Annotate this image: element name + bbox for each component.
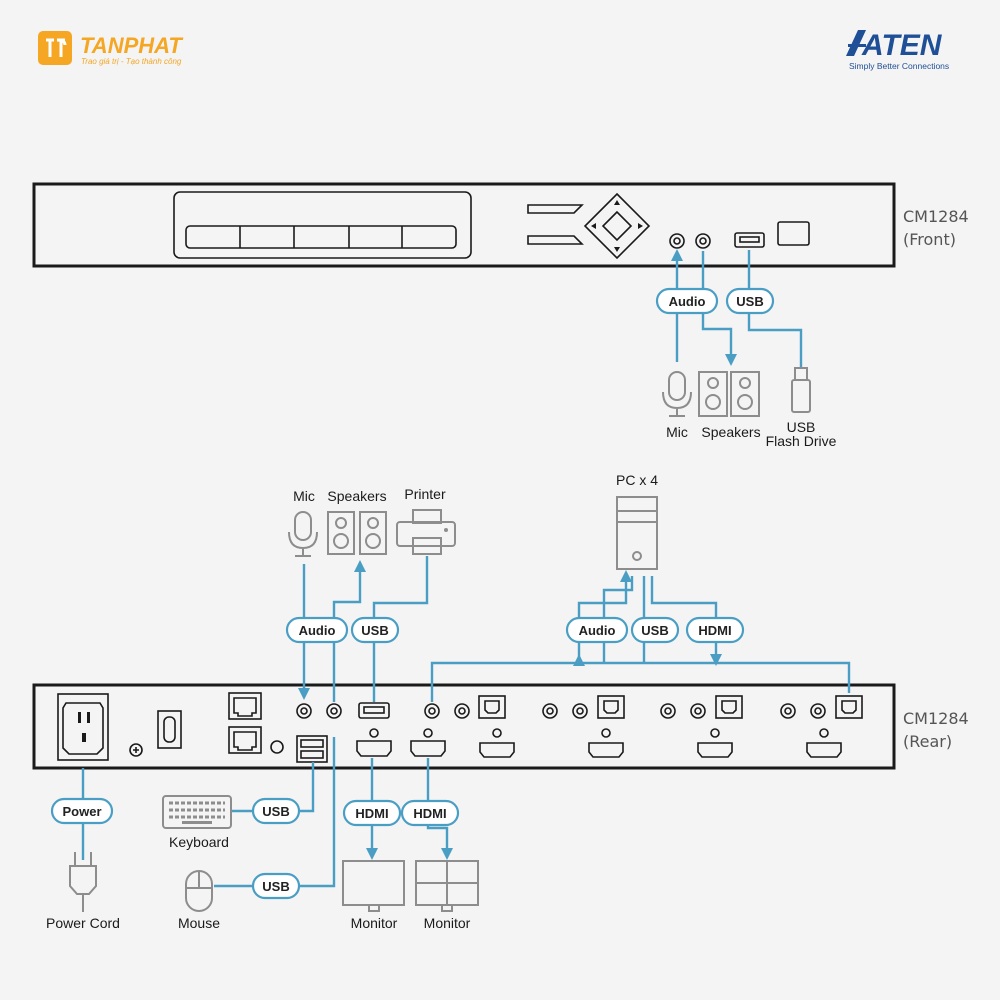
tanphat-tagline: Trao giá trị - Tạo thành công bbox=[81, 57, 182, 66]
printer-icon bbox=[396, 509, 456, 555]
svg-text:USB: USB bbox=[361, 623, 388, 638]
svg-text:USB: USB bbox=[262, 879, 289, 894]
monitor-1-icon bbox=[342, 860, 405, 912]
usb-flash-label-1: USB bbox=[787, 419, 816, 435]
ground-screw bbox=[129, 743, 143, 757]
front-model: CM1284 bbox=[903, 207, 969, 226]
svg-text:Power: Power bbox=[62, 804, 101, 819]
front-mic-jack bbox=[669, 233, 685, 249]
front-unit: CM1284 (Front) bbox=[32, 182, 969, 268]
front-button-bottom bbox=[527, 235, 584, 245]
pc-tower-icon bbox=[616, 496, 658, 570]
rear-model: CM1284 bbox=[903, 709, 969, 728]
front-button-top bbox=[527, 204, 584, 214]
aten-tagline: Simply Better Connections bbox=[849, 61, 949, 71]
console-hdmi-2 bbox=[410, 728, 446, 757]
monitor-1-hdmi-label: HDMI bbox=[342, 799, 402, 827]
front-view: (Front) bbox=[903, 230, 956, 249]
svg-text:HDMI: HDMI bbox=[355, 806, 388, 821]
power-switch bbox=[157, 710, 182, 749]
svg-text:USB: USB bbox=[736, 294, 763, 309]
svg-text:USB: USB bbox=[262, 804, 289, 819]
mic-icon bbox=[662, 371, 692, 417]
rear-speakers-label: Speakers bbox=[327, 488, 386, 504]
console-mic-jack bbox=[296, 703, 312, 719]
console-hdmi-1 bbox=[356, 728, 392, 757]
power-cord-label: Power Cord bbox=[46, 915, 120, 931]
rear-aux-jack bbox=[270, 740, 284, 754]
rear-mic-label: Mic bbox=[293, 488, 315, 504]
console-speaker-jack bbox=[326, 703, 342, 719]
front-audio-label: Audio bbox=[655, 287, 719, 315]
keyboard-usb-label: USB bbox=[251, 797, 301, 825]
mouse-icon bbox=[185, 870, 213, 912]
monitor-1-label: Monitor bbox=[351, 915, 398, 931]
pc-port-group-4 bbox=[780, 695, 863, 758]
monitor-2-icon bbox=[415, 860, 479, 912]
keyboard-icon bbox=[162, 795, 232, 829]
aten-logo: ATEN Simply Better Connections bbox=[846, 29, 949, 71]
mouse-label: Mouse bbox=[178, 915, 220, 931]
rear-usb-label: USB bbox=[350, 616, 400, 644]
pc-audio-label: Audio bbox=[565, 616, 629, 644]
lan-port-1 bbox=[228, 692, 262, 720]
svg-text:HDMI: HDMI bbox=[413, 806, 446, 821]
front-nav-pad bbox=[583, 192, 651, 260]
pc-port-group-3 bbox=[660, 695, 743, 758]
svg-text:USB: USB bbox=[641, 623, 668, 638]
rear-mic-icon bbox=[288, 511, 318, 557]
svg-text:Audio: Audio bbox=[669, 294, 706, 309]
power-socket bbox=[57, 693, 109, 761]
aten-name: ATEN bbox=[861, 29, 943, 62]
keyboard-label: Keyboard bbox=[169, 834, 229, 850]
front-lcd-panel bbox=[173, 191, 472, 259]
usb-flash-label-2: Flash Drive bbox=[766, 433, 837, 449]
rear-view: (Rear) bbox=[903, 732, 952, 751]
pc-hdmi-label: HDMI bbox=[685, 616, 745, 644]
pc-port-group-1 bbox=[424, 695, 515, 758]
tanphat-logo: TANPHAT Trao giá trị - Tạo thành công bbox=[38, 31, 183, 66]
rear-speakers-icon bbox=[327, 511, 387, 555]
front-speaker-jack bbox=[695, 233, 711, 249]
lan-port-2 bbox=[228, 726, 262, 754]
monitor-2-hdmi-label: HDMI bbox=[400, 799, 460, 827]
speakers-icon bbox=[698, 371, 760, 417]
svg-text:HDMI: HDMI bbox=[698, 623, 731, 638]
svg-text:Audio: Audio bbox=[579, 623, 616, 638]
front-speakers-label: Speakers bbox=[701, 424, 760, 440]
svg-text:Audio: Audio bbox=[299, 623, 336, 638]
monitor-2-label: Monitor bbox=[424, 915, 471, 931]
front-ir-window bbox=[777, 221, 810, 246]
power-label: Power bbox=[50, 797, 114, 825]
front-usb-label: USB bbox=[725, 287, 775, 315]
pc-port-group-2 bbox=[542, 695, 625, 758]
rear-unit: CM1284 (Rear) bbox=[32, 683, 969, 770]
pc-label: PC x 4 bbox=[616, 472, 658, 488]
front-port-buttons bbox=[185, 225, 457, 249]
usb-flash-drive-icon bbox=[791, 367, 811, 413]
printer-label: Printer bbox=[404, 486, 446, 502]
rear-audio-label: Audio bbox=[285, 616, 349, 644]
front-mic-label: Mic bbox=[666, 424, 688, 440]
tanphat-name: TANPHAT bbox=[80, 33, 183, 58]
mouse-usb-label: USB bbox=[251, 872, 301, 900]
power-cord-icon bbox=[69, 852, 97, 912]
pc-usb-label: USB bbox=[630, 616, 680, 644]
